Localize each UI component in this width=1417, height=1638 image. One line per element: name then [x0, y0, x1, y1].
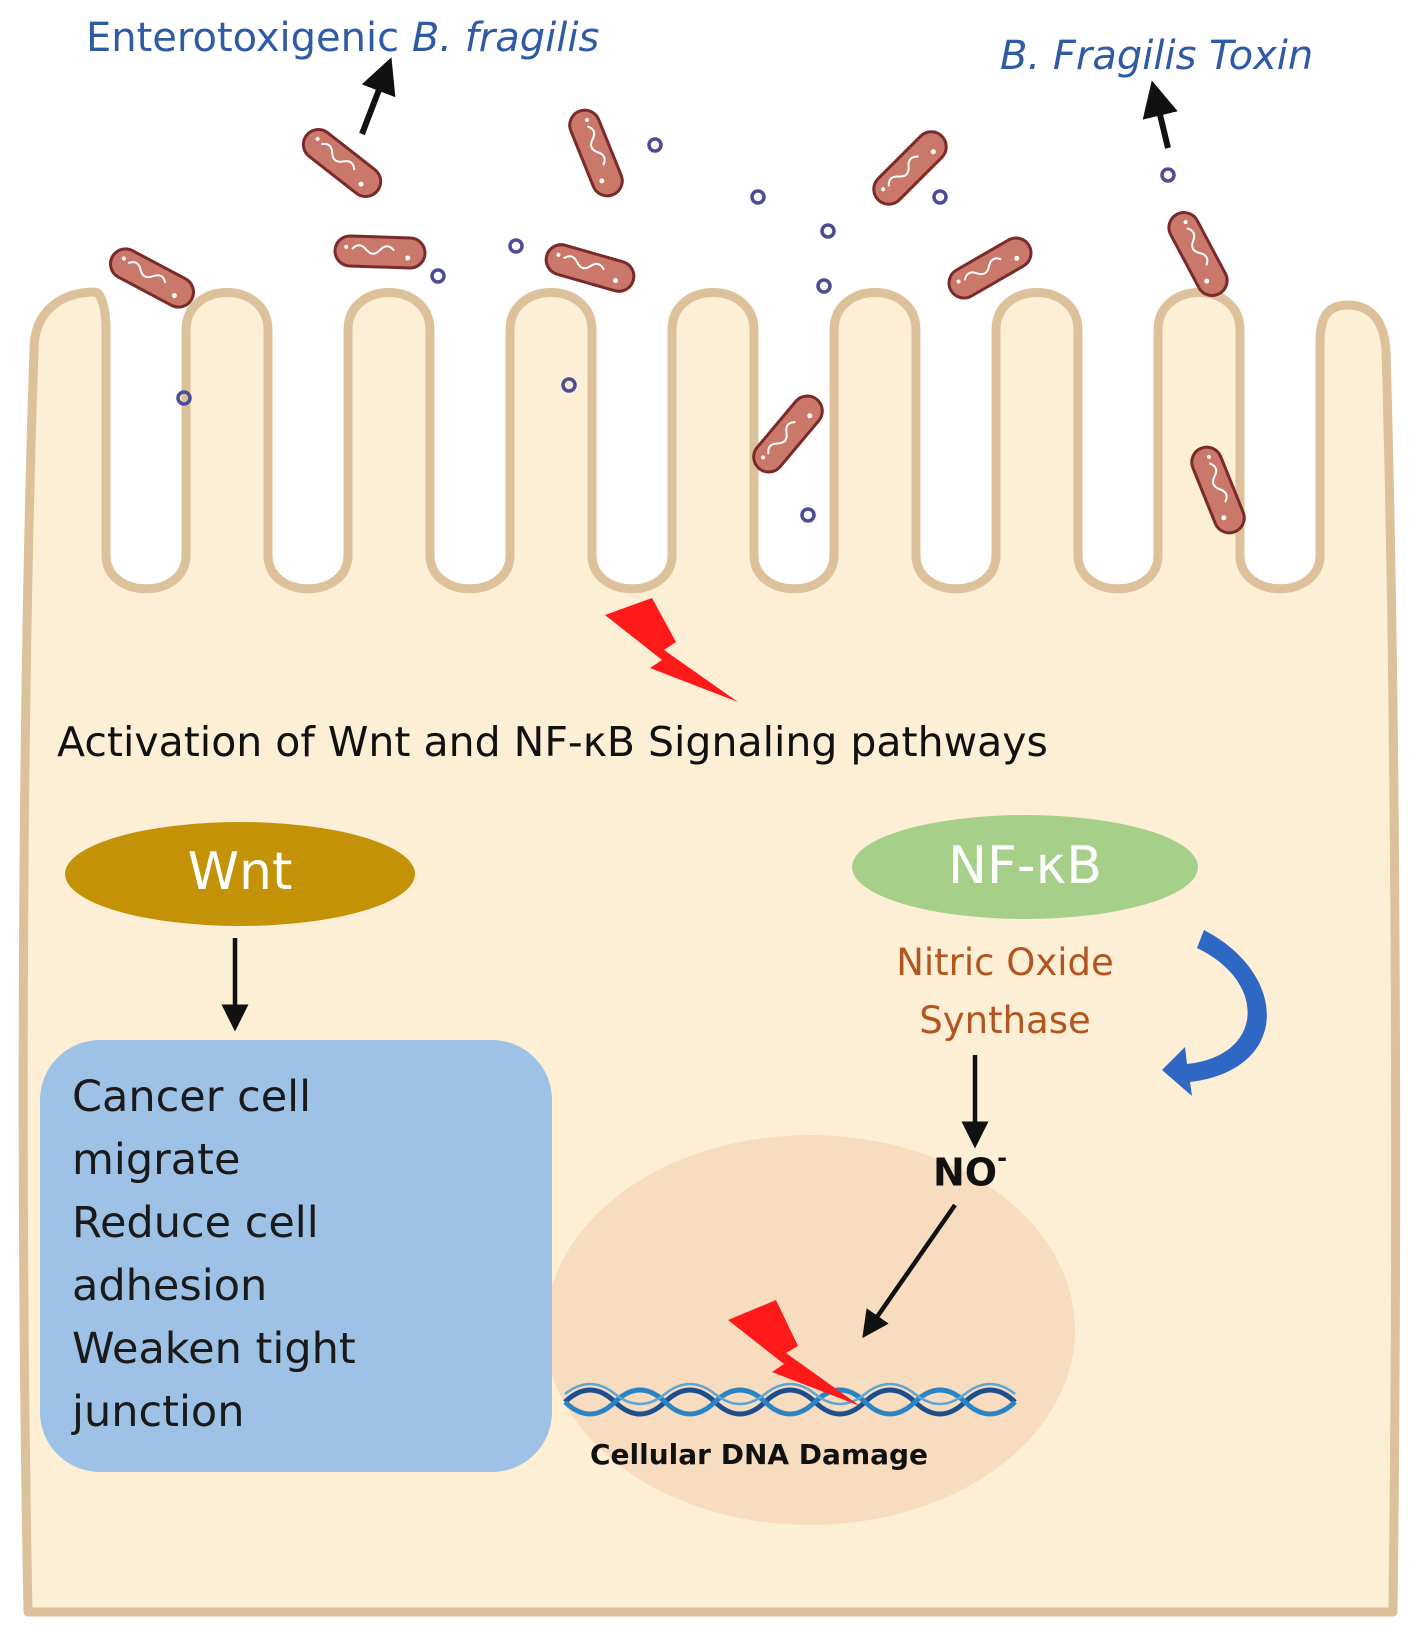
toxin-particle: [176, 390, 192, 406]
etbf-label: Enterotoxigenic B. fragilis: [86, 15, 599, 61]
toxin-label-text: B. Fragilis Toxin: [1000, 33, 1314, 79]
toxin-particle: [816, 278, 832, 294]
bacterium: [568, 108, 624, 198]
toxin-particle: [508, 238, 524, 254]
bacteria-group: [109, 108, 1246, 535]
dna-lightning-bolt-icon: [728, 1300, 860, 1406]
wnt-effect-line: Cancer cell: [72, 1072, 312, 1122]
nos-label-line1: Nitric Oxide: [896, 941, 1114, 984]
lightning-bolt-icon: [605, 598, 738, 702]
no-label-base: NO: [933, 1150, 998, 1195]
toxin-particles: [176, 137, 1176, 523]
wnt-effect-line: junction: [72, 1387, 245, 1437]
toxin-particle: [561, 377, 577, 393]
toxin-particle: [430, 268, 446, 284]
toxin-pointer-arrow: [1142, 80, 1178, 149]
toxin-particle: [750, 189, 766, 205]
wnt-effects-box: [40, 1040, 552, 1472]
toxin-label: B. Fragilis Toxin: [1000, 33, 1313, 79]
wnt-effect-line: Weaken tight: [72, 1324, 356, 1374]
bacterium: [301, 128, 383, 198]
etbf-pointer-arrow: [359, 57, 396, 136]
activation-label: Activation of Wnt and NF-κB Signaling pa…: [57, 718, 1048, 766]
wnt-effect-line: Reduce cell: [72, 1198, 319, 1248]
nucleus: [545, 1135, 1075, 1525]
wnt-effect-line: migrate: [72, 1135, 241, 1185]
nfkb-label: NF-κB: [948, 836, 1102, 896]
wnt-oval: [65, 822, 415, 926]
toxin-particle: [1160, 167, 1176, 183]
bacterium: [333, 234, 427, 270]
no-to-dna-arrow: [862, 1203, 957, 1339]
etbf-label-species: B. fragilis: [411, 15, 600, 61]
toxin-particle: [932, 189, 948, 205]
no-label-charge: -: [997, 1144, 1008, 1172]
bacterium: [544, 243, 636, 293]
nos-label-line2: Synthase: [919, 999, 1091, 1042]
wnt-effects-list: Cancer cell migrate Reduce cell adhesion…: [72, 1066, 356, 1444]
toxin-particle: [820, 223, 836, 239]
nitric-oxide-label: NO-: [933, 1144, 1007, 1195]
wnt-label: Wnt: [187, 842, 293, 902]
bacterium: [1167, 211, 1229, 297]
bacterium: [109, 247, 195, 309]
bacterium: [947, 236, 1033, 300]
bacterium: [752, 394, 824, 474]
wnt-effect-line: adhesion: [72, 1261, 268, 1311]
nos-label: Nitric Oxide Synthase: [840, 934, 1170, 1050]
bacterium: [872, 130, 948, 206]
toxin-particle: [647, 137, 663, 153]
toxin-particle: [800, 507, 816, 523]
dna-damage-label: Cellular DNA Damage: [590, 1438, 929, 1471]
nfkb-oval: [852, 815, 1198, 919]
etbf-label-prefix: Enterotoxigenic: [86, 15, 412, 61]
dna-helix-icon: [563, 1382, 1017, 1417]
feedback-curved-arrow: [1162, 930, 1267, 1096]
bacterium: [1190, 445, 1246, 535]
